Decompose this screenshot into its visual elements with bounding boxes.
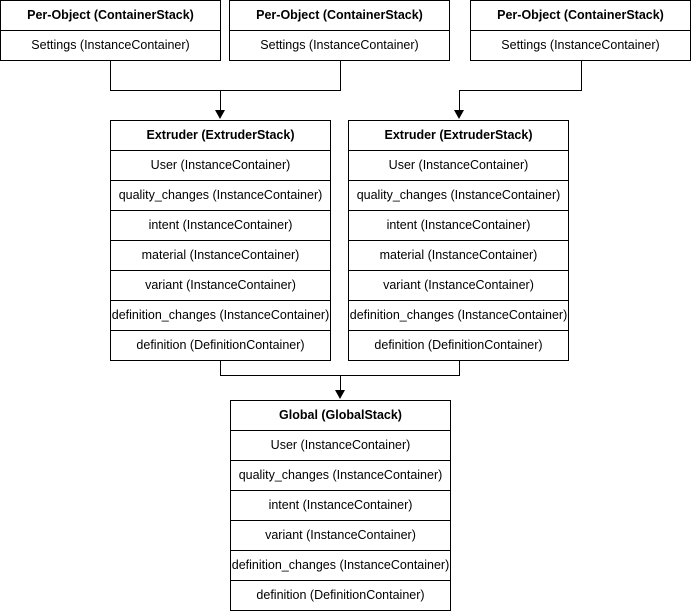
node-per-object-3-row-settings: Settings (InstanceContainer) bbox=[501, 38, 660, 52]
node-extruder-1-row-variant: variant (InstanceContainer) bbox=[111, 271, 330, 301]
node-extruder-1-row-user: User (InstanceContainer) bbox=[111, 151, 330, 181]
node-extruder-2-row-definition: definition (DefinitionContainer) bbox=[374, 338, 543, 352]
node-per-object-3-title: Per-Object (ContainerStack) bbox=[471, 1, 690, 31]
node-extruder-2-row-quality-changes: quality_changes (InstanceContainer) bbox=[349, 181, 568, 211]
edge-extruder-1-down bbox=[220, 360, 221, 376]
node-extruder-1-row-quality-changes: quality_changes (InstanceContainer) bbox=[111, 181, 330, 211]
node-global-row-definition: definition (DefinitionContainer) bbox=[256, 588, 425, 602]
edge-to-extruder-2 bbox=[459, 90, 460, 111]
edge-join-bar-left bbox=[110, 90, 341, 91]
node-extruder-2-row-intent: intent (InstanceContainer) bbox=[349, 211, 568, 241]
node-extruder-1-row-definition-changes: definition_changes (InstanceContainer) bbox=[111, 301, 330, 331]
edge-per-object-2-down bbox=[340, 60, 341, 91]
arrowhead-to-extruder-1 bbox=[215, 110, 225, 119]
edge-join-bar-right bbox=[459, 90, 582, 91]
arrowhead-to-global bbox=[335, 390, 345, 399]
node-extruder-1-row-material: material (InstanceContainer) bbox=[111, 241, 330, 271]
node-extruder-1-title: Extruder (ExtruderStack) bbox=[111, 121, 330, 151]
node-per-object-3[interactable]: Per-Object (ContainerStack) Settings (In… bbox=[470, 0, 691, 61]
node-extruder-2-row-user: User (InstanceContainer) bbox=[349, 151, 568, 181]
node-per-object-2[interactable]: Per-Object (ContainerStack) Settings (In… bbox=[229, 0, 450, 61]
node-per-object-2-row-settings: Settings (InstanceContainer) bbox=[260, 38, 419, 52]
node-global[interactable]: Global (GlobalStack) User (InstanceConta… bbox=[230, 400, 451, 611]
node-extruder-2-title: Extruder (ExtruderStack) bbox=[349, 121, 568, 151]
node-per-object-1-title: Per-Object (ContainerStack) bbox=[1, 1, 220, 31]
node-global-row-variant: variant (InstanceContainer) bbox=[231, 521, 450, 551]
node-extruder-2[interactable]: Extruder (ExtruderStack) User (InstanceC… bbox=[348, 120, 569, 361]
node-global-title: Global (GlobalStack) bbox=[231, 401, 450, 431]
node-global-row-quality-changes: quality_changes (InstanceContainer) bbox=[231, 461, 450, 491]
node-extruder-1-row-intent: intent (InstanceContainer) bbox=[111, 211, 330, 241]
edge-per-object-3-down bbox=[581, 60, 582, 91]
edge-extruder-2-down bbox=[459, 360, 460, 376]
node-extruder-2-row-variant: variant (InstanceContainer) bbox=[349, 271, 568, 301]
node-extruder-2-row-material: material (InstanceContainer) bbox=[349, 241, 568, 271]
node-extruder-2-row-definition-changes: definition_changes (InstanceContainer) bbox=[349, 301, 568, 331]
node-per-object-2-title: Per-Object (ContainerStack) bbox=[230, 1, 449, 31]
node-extruder-1-row-definition: definition (DefinitionContainer) bbox=[136, 338, 305, 352]
edge-to-global bbox=[340, 375, 341, 391]
edge-per-object-1-down bbox=[110, 60, 111, 91]
node-global-row-user: User (InstanceContainer) bbox=[231, 431, 450, 461]
node-extruder-1[interactable]: Extruder (ExtruderStack) User (InstanceC… bbox=[110, 120, 331, 361]
arrowhead-to-extruder-2 bbox=[454, 110, 464, 119]
edge-to-extruder-1 bbox=[220, 90, 221, 111]
node-global-row-intent: intent (InstanceContainer) bbox=[231, 491, 450, 521]
node-global-row-definition-changes: definition_changes (InstanceContainer) bbox=[231, 551, 450, 581]
node-per-object-1-row-settings: Settings (InstanceContainer) bbox=[31, 38, 190, 52]
node-per-object-1[interactable]: Per-Object (ContainerStack) Settings (In… bbox=[0, 0, 221, 61]
